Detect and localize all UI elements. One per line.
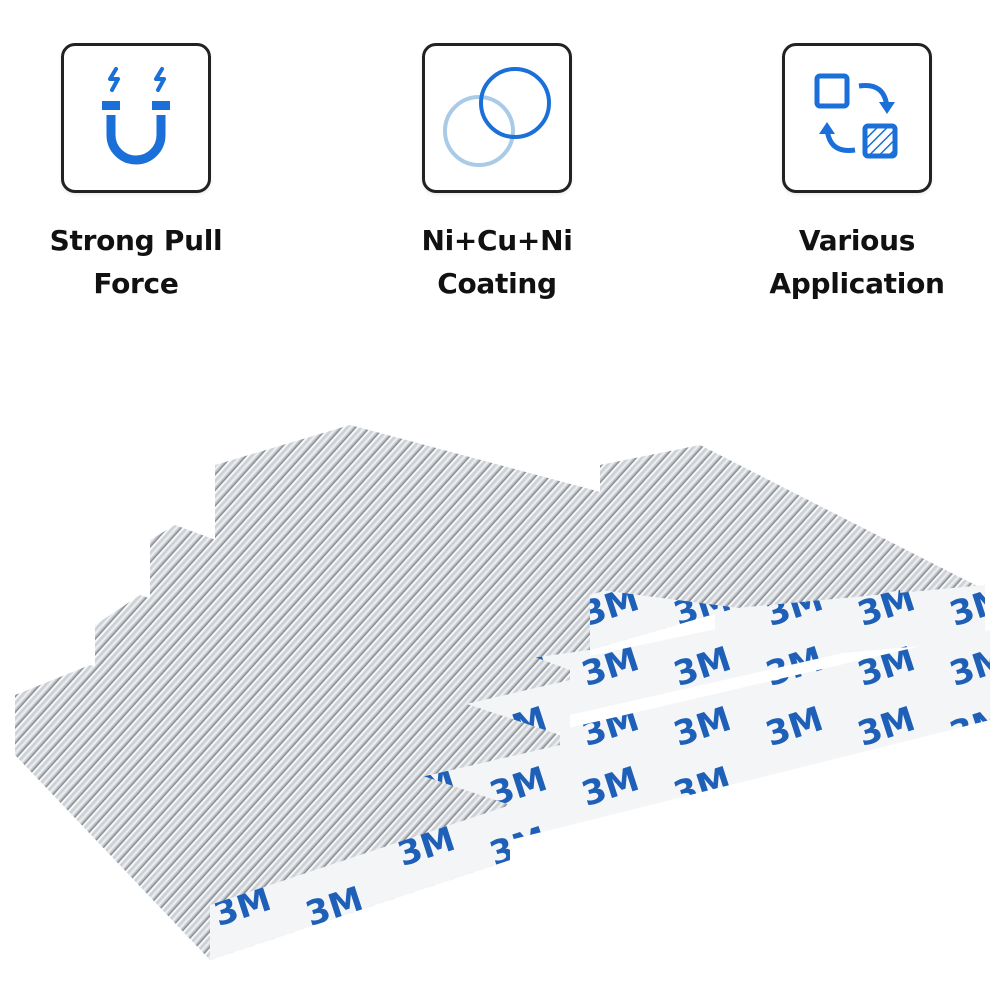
feature-label: Various Application bbox=[737, 219, 977, 305]
application-swap-icon bbox=[814, 73, 898, 159]
feature-label-line2: Application bbox=[769, 267, 945, 300]
feature-label-line1: Strong Pull bbox=[49, 224, 223, 257]
feature-icon-frame bbox=[61, 43, 211, 193]
feature-coating: Ni+Cu+Ni Coating bbox=[377, 43, 617, 305]
feature-label: Ni+Cu+Ni Coating bbox=[377, 219, 617, 305]
feature-strong-pull: Strong Pull Force bbox=[16, 43, 256, 305]
magnet-tier-front bbox=[15, 660, 990, 960]
feature-label-line2: Force bbox=[93, 267, 179, 300]
feature-label: Strong Pull Force bbox=[16, 219, 256, 305]
feature-icon-frame bbox=[782, 43, 932, 193]
magnet-icon bbox=[102, 67, 170, 165]
feature-label-line1: Ni+Cu+Ni bbox=[421, 224, 573, 257]
coating-rings-icon bbox=[443, 67, 551, 167]
feature-label-line1: Various bbox=[798, 224, 916, 257]
magnet-stack-image: 3M bbox=[15, 425, 990, 960]
feature-application: Various Application bbox=[737, 43, 977, 305]
feature-icon-frame bbox=[422, 43, 572, 193]
feature-label-line2: Coating bbox=[437, 267, 557, 300]
